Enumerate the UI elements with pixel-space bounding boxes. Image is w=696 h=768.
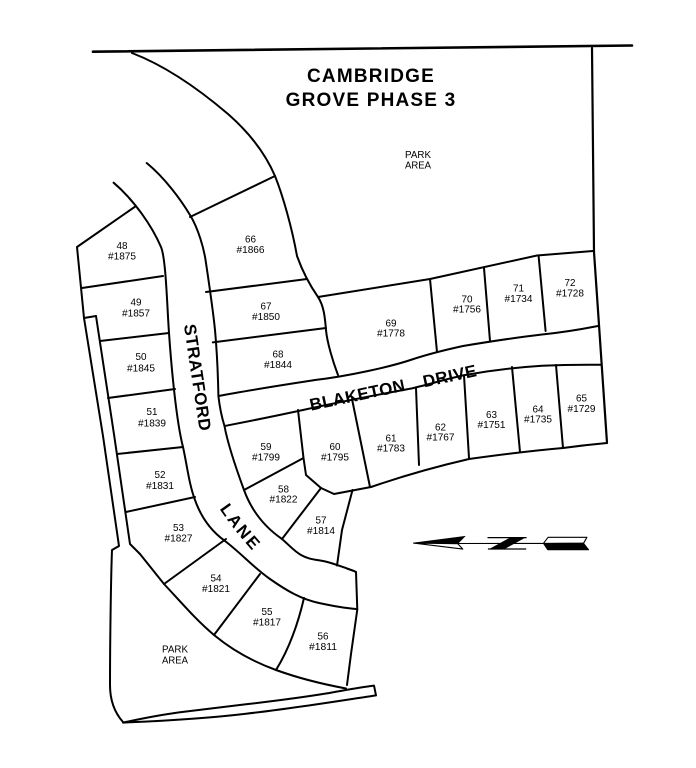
svg-text:64: 64 [533, 404, 544, 416]
svg-text:56: 56 [318, 631, 329, 643]
svg-text:68: 68 [273, 349, 284, 361]
svg-text:#1850: #1850 [252, 311, 280, 323]
svg-text:61: 61 [386, 433, 397, 445]
svg-text:#1844: #1844 [264, 359, 292, 371]
svg-text:#1827: #1827 [165, 533, 193, 545]
svg-text:#1767: #1767 [427, 432, 455, 444]
svg-text:#1756: #1756 [453, 304, 481, 316]
svg-text:#1799: #1799 [252, 452, 280, 464]
svg-text:AREA: AREA [405, 160, 431, 172]
svg-text:51: 51 [147, 406, 158, 418]
svg-text:59: 59 [261, 441, 272, 453]
svg-text:48: 48 [117, 240, 128, 252]
svg-text:CAMBRIDGE: CAMBRIDGE [307, 66, 435, 87]
svg-text:#1821: #1821 [202, 583, 230, 595]
svg-text:#1783: #1783 [377, 443, 405, 455]
svg-text:#1735: #1735 [524, 414, 552, 426]
svg-text:#1814: #1814 [307, 525, 335, 537]
svg-text:#1795: #1795 [321, 452, 349, 464]
svg-text:#1839: #1839 [138, 418, 166, 430]
svg-text:#1811: #1811 [309, 641, 337, 653]
svg-text:65: 65 [576, 393, 587, 405]
svg-text:54: 54 [211, 573, 222, 585]
svg-text:70: 70 [462, 294, 473, 306]
svg-text:#1845: #1845 [127, 363, 155, 375]
svg-text:57: 57 [316, 515, 327, 527]
svg-text:50: 50 [136, 351, 147, 363]
svg-text:#1857: #1857 [122, 308, 150, 320]
svg-text:#1822: #1822 [270, 494, 298, 506]
svg-text:#1831: #1831 [146, 480, 174, 492]
svg-text:49: 49 [131, 297, 142, 309]
svg-text:69: 69 [386, 318, 397, 330]
svg-text:58: 58 [278, 484, 289, 496]
svg-text:#1866: #1866 [237, 244, 265, 256]
svg-text:#1778: #1778 [377, 328, 405, 340]
svg-text:GROVE PHASE 3: GROVE PHASE 3 [286, 90, 457, 111]
svg-text:#1875: #1875 [108, 251, 136, 263]
svg-text:60: 60 [330, 441, 341, 453]
svg-text:62: 62 [435, 422, 446, 434]
svg-text:#1751: #1751 [478, 419, 506, 431]
svg-text:#1728: #1728 [556, 288, 584, 300]
svg-text:63: 63 [486, 409, 497, 421]
svg-text:AREA: AREA [162, 655, 188, 667]
svg-text:#1729: #1729 [568, 403, 596, 415]
svg-text:55: 55 [262, 606, 273, 618]
svg-text:#1734: #1734 [505, 293, 533, 305]
svg-text:52: 52 [155, 469, 166, 481]
svg-text:66: 66 [245, 234, 256, 246]
svg-text:72: 72 [565, 277, 576, 289]
svg-text:67: 67 [261, 301, 272, 313]
svg-text:PARK: PARK [405, 149, 431, 161]
svg-text:#1817: #1817 [253, 617, 281, 629]
svg-text:PARK: PARK [162, 644, 188, 656]
svg-text:53: 53 [173, 522, 184, 534]
svg-text:71: 71 [513, 283, 524, 295]
